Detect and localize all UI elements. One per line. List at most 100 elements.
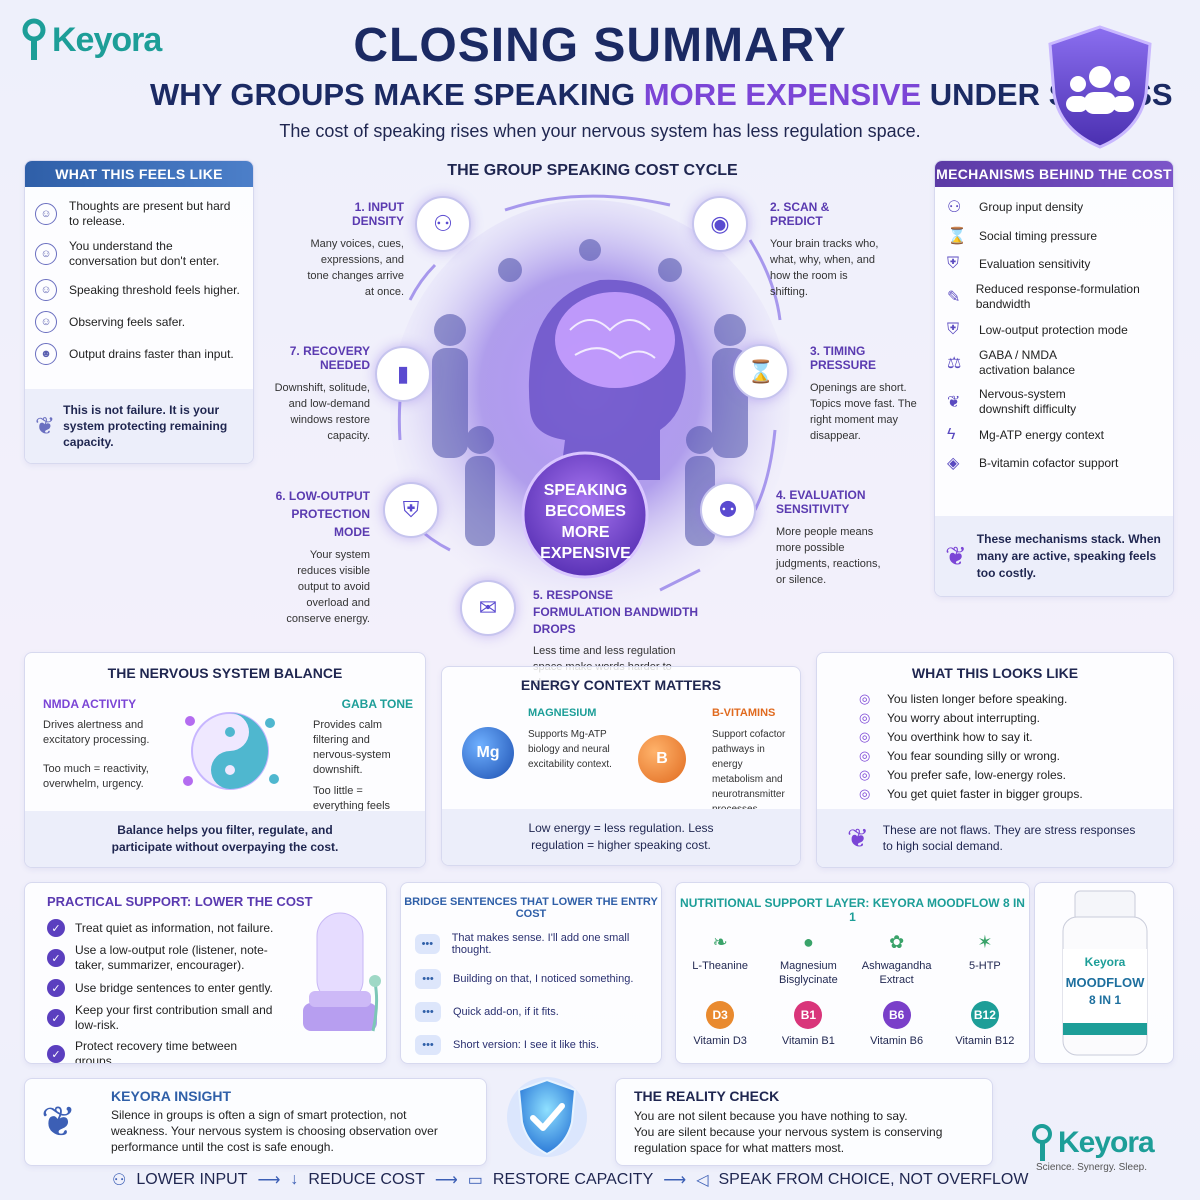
ingredient: Ashwagandha Extract — [861, 960, 932, 986]
check-icon: ✓ — [47, 949, 65, 967]
feels-item: Thoughts are present but hard to release… — [69, 199, 231, 228]
step-4-title: 4. EVALUATION SENSITIVITY — [776, 488, 866, 516]
nutrition-title: NUTRITIONAL SUPPORT LAYER: KEYORA MOODFL… — [680, 896, 1025, 924]
vitamin-badge-icon: B1 — [794, 1001, 823, 1029]
insight-text: Silence in groups is often a sign of sma… — [111, 1108, 438, 1154]
mechanism-item: Group input density — [979, 199, 1084, 214]
reality-title: THE REALITY CHECK — [634, 1088, 780, 1104]
looks-card: WHAT THIS LOOKS LIKE ◎You listen longer … — [816, 652, 1174, 868]
mechanism-item: Mg-ATP energy context — [979, 427, 1104, 442]
arrow-right-icon: ⟶ — [257, 1172, 281, 1189]
key-icon — [22, 18, 46, 60]
page-tagline: The cost of speaking rises when your ner… — [279, 121, 921, 141]
check-icon: ✓ — [47, 1009, 65, 1027]
vitamin-badge-icon: B12 — [970, 1001, 999, 1029]
chat-icon: ✉ — [460, 580, 516, 636]
quiet-icon: ◎ — [859, 786, 871, 801]
worry-icon: ◎ — [859, 710, 871, 725]
looks-note: These are not flaws. They are stress res… — [882, 823, 1136, 853]
fear-icon: ◎ — [859, 748, 871, 763]
person-icon: ☺ — [35, 311, 57, 333]
speech-bubble-icon: ••• — [415, 1002, 441, 1022]
people-icon: ⚉ — [700, 482, 756, 538]
speech-bubble-icon: ••• — [415, 969, 441, 989]
b-vitamins-desc: Support cofactor pathways in energy meta… — [712, 729, 786, 815]
feels-item: Output drains faster than input. — [69, 346, 234, 361]
arrow-right-icon: ⟶ — [663, 1172, 687, 1189]
practical-item: Use a low-output role (listener, note-ta… — [75, 943, 268, 972]
person-icon: ☺ — [35, 203, 57, 225]
bridge-item: Quick add-on, if it fits. — [453, 1006, 559, 1018]
practical-item: Protect recovery time between groups. — [75, 1039, 238, 1064]
hourglass-icon: ⌛ — [947, 228, 967, 245]
feels-item: Speaking threshold feels higher. — [69, 282, 240, 297]
reality-card: THE REALITY CHECK You are not silent bec… — [615, 1078, 993, 1166]
practical-card: PRACTICAL SUPPORT: LOWER THE COST ✓Treat… — [24, 882, 387, 1064]
brain-icon: ❦ — [35, 412, 56, 440]
step-4-desc: More people means more possible judgment… — [776, 526, 881, 586]
flow-step: RESTORE CAPACITY — [492, 1171, 654, 1188]
step-1-title: 1. INPUT DENSITY — [351, 200, 404, 228]
feels-item: Observing feels safer. — [69, 314, 186, 329]
feels-title: WHAT THIS FEELS LIKE — [25, 161, 253, 187]
feels-item: You understand the conversation but don'… — [69, 239, 220, 268]
yin-yang-icon — [183, 712, 279, 790]
person-icon: ☺ — [35, 279, 57, 301]
b-vitamins-title: B-VITAMINS — [712, 707, 776, 719]
step-3-title: 3. TIMING PRESSURE — [810, 344, 877, 372]
step-7-desc: Downshift, solitude, and low-demand wind… — [274, 382, 370, 442]
gaba-title: GABA TONE — [341, 697, 413, 711]
energy-note: Low energy = less regulation. Less regul… — [528, 821, 714, 852]
looks-item: You overthink how to say it. — [887, 729, 1033, 744]
cycle-art — [390, 194, 790, 620]
gaba-desc: Provides calm filtering and nervous-syst… — [313, 719, 391, 776]
mechanisms-card: MECHANISMS BEHIND THE COST ⚇ Group input … — [934, 160, 1174, 597]
nmda-desc: Drives alertness and excitatory processi… — [43, 719, 150, 746]
flow-step: REDUCE COST — [308, 1171, 425, 1188]
bridge-item: Building on that, I noticed something. — [453, 973, 634, 985]
calm-room-illustration — [303, 912, 381, 1032]
ingredient: 5-HTP — [968, 960, 1001, 972]
page-subtitle: WHY GROUPS MAKE SPEAKING MORE EXPENSIVE … — [150, 77, 1173, 112]
brain-icon: ❦ — [945, 540, 967, 571]
insight-title: KEYORA INSIGHT — [111, 1088, 232, 1104]
person-icon: ☺ — [35, 243, 57, 265]
flow-step: LOWER INPUT — [136, 1171, 248, 1188]
shield-icon: ⛨ — [947, 255, 960, 272]
practical-item: Treat quiet as information, not failure. — [75, 920, 274, 935]
balance-icon: ⚖ — [947, 355, 962, 372]
brand-logo-footer: Keyora Science. Synergy. Sleep. — [1030, 1124, 1155, 1173]
mechanism-item: Low-output protection mode — [979, 322, 1128, 337]
herb-icon: ✿ — [889, 932, 905, 952]
practical-item: Use bridge sentences to enter gently. — [75, 980, 273, 995]
magnesium-title: MAGNESIUM — [528, 707, 597, 719]
step-2-desc: Your brain tracks who, what, why, when, … — [770, 238, 879, 298]
vitamin-name: Vitamin B12 — [955, 1035, 1015, 1047]
bottle-name: MOODFLOW — [1065, 975, 1145, 990]
mechanisms-title: MECHANISMS BEHIND THE COST — [935, 161, 1173, 187]
brain-icon: ❦ — [947, 394, 961, 411]
ear-icon: ◎ — [859, 691, 871, 706]
practical-item: Keep your first contribution small and l… — [75, 1003, 273, 1032]
cycle-title: THE GROUP SPEAKING COST CYCLE — [447, 162, 738, 179]
brand-tagline: Science. Synergy. Sleep. — [1036, 1162, 1147, 1173]
think-icon: ◎ — [859, 729, 871, 744]
molecule-icon: ✶ — [977, 932, 993, 952]
step-1-desc: Many voices, cues, expressions, and tone… — [307, 238, 404, 298]
product-card: Keyora MOODFLOW 8 IN 1 — [1034, 882, 1174, 1064]
vitamin-name: Vitamin B6 — [870, 1035, 924, 1047]
nutrition-card: NUTRITIONAL SUPPORT LAYER: KEYORA MOODFL… — [675, 882, 1030, 1064]
b-vitamin-icon: B — [638, 735, 686, 783]
magnesium-desc: Supports Mg-ATP biology and neural excit… — [528, 729, 612, 770]
cycle-center-text: SPEAKING BECOMES MORE EXPENSIVE — [540, 482, 631, 562]
looks-item: You fear sounding silly or wrong. — [887, 748, 1060, 763]
looks-item: You prefer safe, low-energy roles. — [887, 767, 1066, 782]
bridge-item: Short version: I see it like this. — [453, 1039, 600, 1051]
ingredient: L-Theanine — [692, 960, 748, 972]
eye-icon: ◉ — [692, 196, 748, 252]
group-icon: ⚇ — [947, 199, 962, 216]
mechanism-item: Nervous-system downshift difficulty — [979, 387, 1077, 416]
supplement-bottle — [1062, 890, 1148, 1056]
